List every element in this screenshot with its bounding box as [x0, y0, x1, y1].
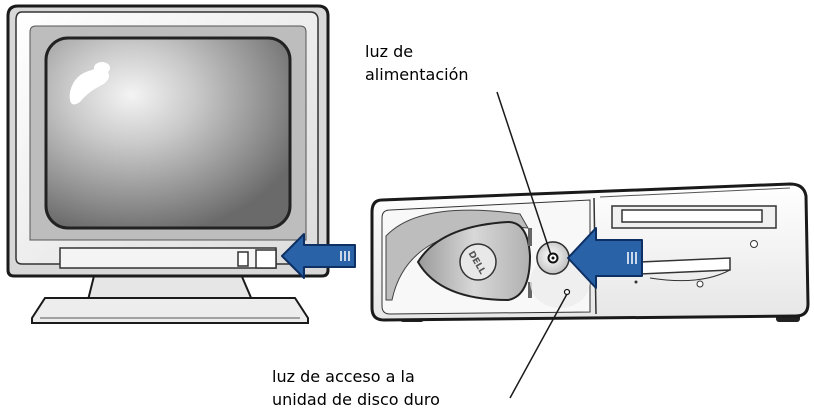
monitor-screen	[44, 36, 292, 230]
power-light-callout-line-2: alimentación	[365, 65, 469, 84]
power-light-callout: luz de alimentación	[365, 40, 469, 86]
monitor-arrow-icon	[281, 233, 356, 279]
computer-arrow-icon	[567, 227, 643, 289]
power-light-callout-line-1: luz de	[365, 42, 414, 61]
hdd-light-callout: luz de acceso a la unidad de disco duro	[272, 365, 440, 411]
brand-logo	[459, 243, 497, 281]
power-light-leader-line	[496, 91, 552, 256]
hdd-access-light	[563, 288, 571, 296]
screen-glare	[69, 67, 109, 105]
hdd-light-callout-line-1: luz de acceso a la	[272, 367, 415, 386]
monitor	[6, 4, 330, 324]
hdd-light-callout-line-2: unidad de disco duro	[272, 390, 440, 409]
monitor-power-button	[237, 251, 249, 267]
monitor-stand	[31, 271, 309, 324]
hdd-light-leader-line	[509, 293, 568, 399]
optical-drive	[611, 205, 777, 248]
